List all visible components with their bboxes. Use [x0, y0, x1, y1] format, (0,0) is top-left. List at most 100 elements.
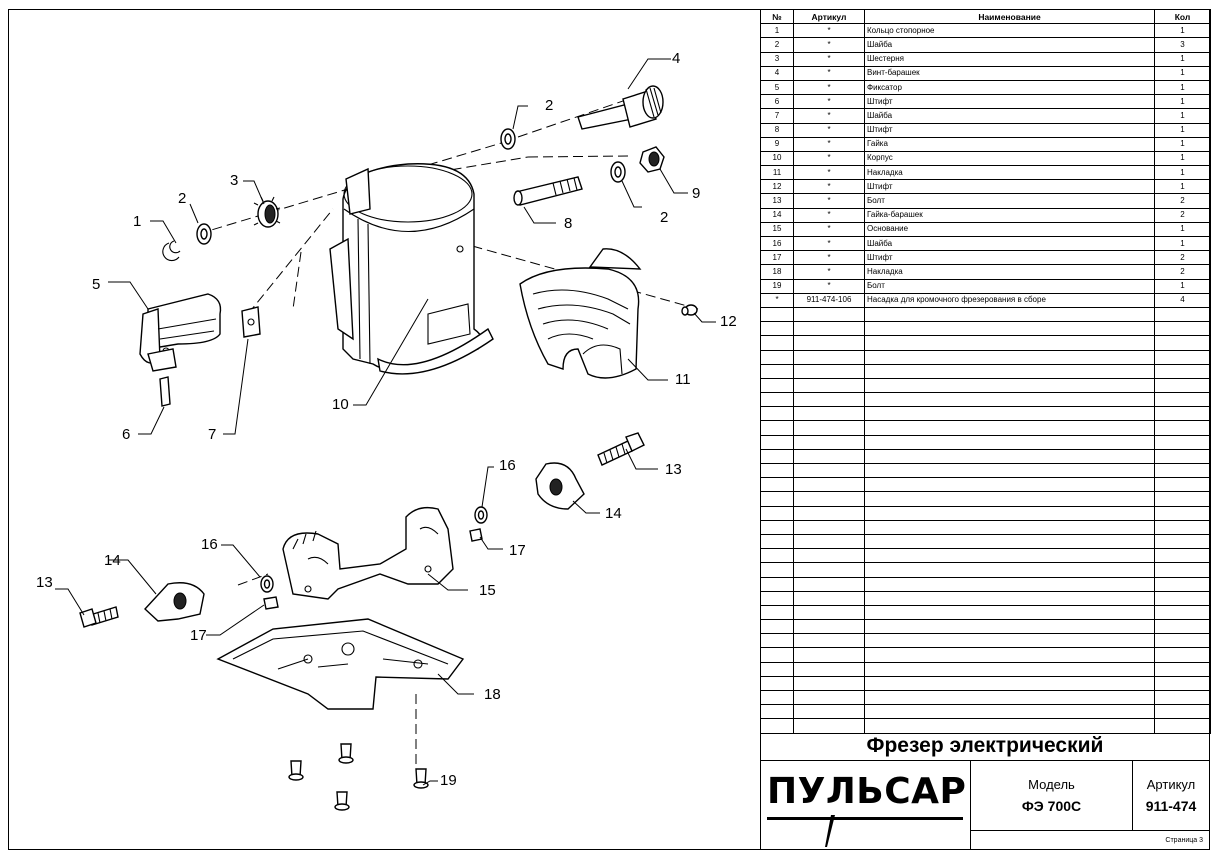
cell-article: *	[793, 108, 865, 124]
cell-no: 15	[760, 221, 794, 238]
cell-empty	[793, 647, 865, 663]
cell-empty	[864, 321, 1155, 337]
cell-empty	[760, 377, 794, 394]
cell-empty	[793, 548, 865, 564]
cell-empty	[793, 491, 865, 507]
part-2-washer-right	[610, 161, 626, 183]
cell-qty: 1	[1154, 65, 1211, 81]
cell-no: 5	[760, 79, 794, 96]
cell-qty: 1	[1154, 79, 1211, 96]
cell-empty	[760, 661, 794, 677]
cell-qty: 1	[1154, 278, 1211, 294]
cell-qty: 1	[1154, 23, 1211, 39]
cell-empty	[793, 420, 865, 436]
cell-empty	[1154, 633, 1211, 649]
cell-empty	[760, 434, 794, 450]
cell-empty	[793, 590, 865, 606]
callout-16a: 16	[201, 536, 218, 553]
article-label: Артикул	[1146, 777, 1196, 792]
cell-empty	[864, 562, 1155, 578]
title-block: Фрезер электрический ПУЛЬСАР Модель ФЭ 7…	[760, 731, 1210, 850]
logo-underline	[767, 817, 963, 820]
cell-article: *	[793, 207, 865, 223]
cell-empty	[793, 619, 865, 635]
cell-qty: 1	[1154, 235, 1211, 252]
callout-10: 10	[332, 396, 349, 413]
cell-article: *	[793, 136, 865, 152]
cell-name: Штифт	[864, 250, 1155, 266]
cell-qty: 1	[1154, 122, 1211, 138]
table-row-empty	[760, 491, 1211, 507]
table-row-empty	[760, 562, 1211, 578]
header-name: Наименование	[864, 8, 1155, 25]
cell-article: *	[793, 150, 865, 167]
cell-empty	[864, 505, 1155, 521]
cell-empty	[793, 406, 865, 422]
cell-name: Штифт	[864, 94, 1155, 110]
part-7-plate	[241, 306, 261, 338]
cell-empty	[793, 675, 865, 692]
cell-empty	[793, 462, 865, 479]
cell-no: 16	[760, 235, 794, 252]
cell-empty	[1154, 519, 1211, 535]
cell-no: 4	[760, 65, 794, 81]
cell-empty	[864, 306, 1155, 323]
cell-empty	[1154, 477, 1211, 493]
table-row-empty	[760, 392, 1211, 408]
callout-14b: 14	[605, 505, 622, 522]
cell-no: 1	[760, 23, 794, 39]
cell-article: *	[793, 264, 865, 280]
cell-empty	[864, 647, 1155, 663]
cell-empty	[793, 434, 865, 450]
part-9-nut	[639, 146, 665, 173]
table-row-empty	[760, 477, 1211, 493]
callout-15: 15	[479, 582, 496, 599]
part-17-pin-right	[469, 528, 483, 542]
cell-empty	[793, 519, 865, 535]
cell-no: *	[760, 292, 794, 308]
table-row-empty	[760, 306, 1211, 323]
cell-empty	[864, 462, 1155, 479]
cell-empty	[793, 704, 865, 720]
callout-6: 6	[122, 426, 130, 443]
table-row-empty	[760, 661, 1211, 677]
callout-14a: 14	[104, 552, 121, 569]
cell-qty: 1	[1154, 179, 1211, 195]
brand-name: ПУЛЬСАР	[767, 771, 967, 812]
part-13-bolt-left	[79, 606, 119, 628]
cell-empty	[1154, 718, 1211, 734]
cell-empty	[760, 349, 794, 365]
cell-no: 17	[760, 250, 794, 266]
callout-8: 8	[564, 215, 572, 232]
callout-2c: 2	[660, 209, 668, 226]
part-6-pin	[159, 376, 171, 407]
table-row-empty	[760, 448, 1211, 465]
cell-empty	[864, 349, 1155, 365]
part-19-screws	[288, 743, 429, 811]
part-8-pin	[513, 176, 583, 206]
cell-name: Гайка	[864, 136, 1155, 152]
table-row-empty	[760, 548, 1211, 564]
callout-18: 18	[484, 686, 501, 703]
callout-11: 11	[675, 371, 691, 388]
cell-empty	[1154, 434, 1211, 450]
callout-1: 1	[133, 213, 141, 230]
part-11-cover	[519, 248, 642, 379]
cell-empty	[864, 377, 1155, 394]
cell-qty: 1	[1154, 150, 1211, 167]
callout-17a: 17	[190, 627, 207, 644]
exploded-view-drawing: 1 2 2 2 3 4 5 6 7 8 9 10 11 12 13 13 14 …	[36, 50, 737, 811]
cell-no: 6	[760, 94, 794, 110]
cell-empty	[864, 335, 1155, 351]
callout-9: 9	[692, 185, 700, 202]
cell-empty	[864, 448, 1155, 465]
header-no: №	[760, 8, 794, 25]
cell-empty	[1154, 604, 1211, 621]
